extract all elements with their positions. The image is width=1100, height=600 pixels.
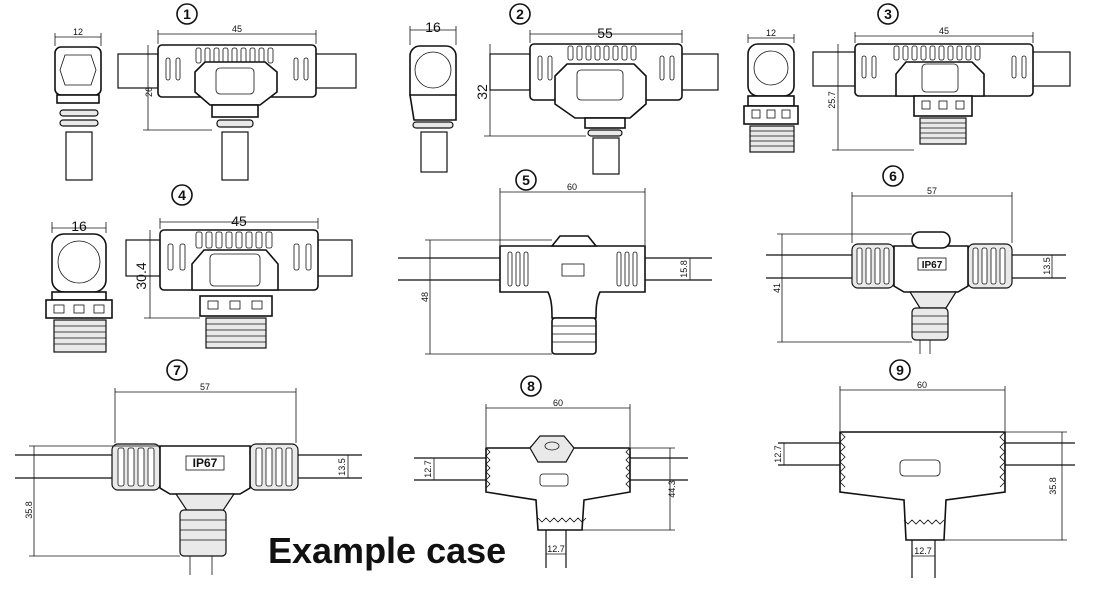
variant-number-badge — [176, 3, 198, 25]
dim-height: 48 — [420, 292, 430, 302]
dim-height: 25.7 — [827, 91, 837, 109]
dim-width: 12 — [766, 28, 776, 38]
variant-number-badge — [882, 165, 904, 187]
variant-number-badge — [509, 3, 531, 25]
side-view: 12 — [743, 28, 799, 153]
variant-number: 8 — [527, 378, 535, 394]
dim-length: 60 — [567, 182, 577, 192]
variant-4: 4 16 — [45, 184, 353, 353]
variant-number-badge — [166, 359, 188, 381]
caption: Example case — [268, 530, 506, 571]
variant-number: 7 — [173, 362, 181, 378]
variant-8: 8 60 12.7 44.3 12.7 — [414, 375, 688, 568]
front-view: 45 25.7 — [812, 26, 1071, 151]
variant-number-badge — [515, 169, 537, 191]
variant-number: 6 — [889, 168, 897, 184]
variant-number-badge — [171, 184, 193, 206]
side-view: 16 — [409, 19, 457, 173]
dim-length: 45 — [232, 24, 242, 34]
side-view: 16 — [45, 218, 113, 353]
dim-length: 45 — [231, 213, 247, 229]
variant-7: 7 IP67 57 — [15, 359, 362, 575]
dim-cable: 12.7 — [773, 445, 783, 463]
variant-number: 9 — [896, 362, 904, 378]
dim-height: 35.8 — [24, 501, 34, 519]
variant-number-badge — [520, 375, 542, 397]
variant-number: 5 — [522, 172, 530, 188]
ip-badge: IP67 — [193, 456, 218, 470]
dim-height: 32 — [474, 84, 490, 100]
variant-number: 3 — [884, 6, 892, 22]
dim-height: 26 — [144, 87, 154, 97]
variant-5: 5 60 48 15.8 — [398, 169, 712, 355]
ip-badge: IP67 — [922, 260, 943, 271]
dim-length: 60 — [553, 398, 563, 408]
variant-3: 3 12 — [743, 3, 1071, 153]
dim-length: 57 — [927, 186, 937, 196]
dim-length: 57 — [200, 382, 210, 392]
dim-height: 41 — [772, 283, 782, 293]
dim-cable: 13.5 — [1042, 257, 1052, 275]
dim-length: 45 — [939, 26, 949, 36]
dim-height: 30.4 — [133, 262, 149, 289]
variant-9: 9 60 12.7 35.8 12.7 — [773, 359, 1075, 578]
variant-6: 6 IP67 57 — [766, 165, 1066, 354]
front-view: 55 32 — [474, 25, 719, 175]
dim-length: 55 — [597, 25, 613, 41]
dim-width: 16 — [425, 19, 441, 35]
variant-number-badge — [877, 3, 899, 25]
dim-height: 35.8 — [1048, 477, 1058, 495]
dim-length: 60 — [917, 380, 927, 390]
side-view: 12 — [54, 27, 102, 181]
variant-1: 1 12 — [54, 3, 357, 181]
dim-cable: 13.5 — [337, 458, 347, 476]
dim-cable-bottom: 12.7 — [914, 546, 932, 556]
dim-width: 12 — [73, 27, 83, 37]
dim-width: 16 — [71, 218, 87, 234]
variant-number-badge — [889, 359, 911, 381]
dim-cable-bottom: 12.7 — [547, 544, 565, 554]
front-view: 45 26 — [117, 24, 357, 181]
variant-number: 2 — [516, 6, 524, 22]
variant-number: 1 — [183, 6, 191, 22]
variant-number: 4 — [178, 187, 186, 203]
variant-2: 2 16 — [409, 3, 719, 175]
dim-cable: 12.7 — [423, 460, 433, 478]
dim-height: 44.3 — [667, 480, 677, 498]
dim-cable: 15.8 — [679, 260, 689, 278]
front-view: 45 30.4 — [125, 213, 353, 349]
